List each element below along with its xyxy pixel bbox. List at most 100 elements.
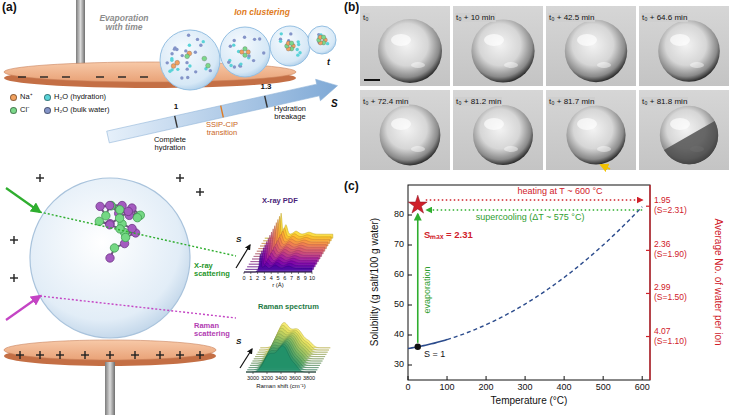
photo-frame: t₀ + 72.4 min	[360, 90, 450, 170]
charge-sign	[140, 76, 148, 77]
plot-tick	[271, 272, 272, 274]
pdf-curve	[247, 248, 315, 267]
tick-label: 5	[276, 275, 279, 281]
plot-tick	[257, 272, 258, 274]
xray-beam	[40, 212, 236, 256]
photo-droplet	[471, 19, 534, 82]
ion-cluster	[289, 41, 293, 45]
axis-tick	[646, 336, 650, 337]
plot-tick	[295, 372, 296, 374]
s-arrow	[240, 349, 252, 368]
water-molecule	[185, 61, 188, 64]
water-molecule	[289, 32, 292, 35]
axis-title: Raman shift (cm⁻¹)	[256, 383, 306, 390]
water-molecule	[232, 43, 235, 46]
charge-sign	[59, 351, 60, 359]
annotation: supercooling (ΔT ~ 575 °C)	[476, 213, 585, 223]
water-molecule	[209, 69, 212, 72]
water-molecule	[233, 65, 236, 68]
stage-note: SSIP-CIP transition	[196, 121, 248, 138]
legend-text: H₂O (bulk water)	[54, 106, 109, 114]
process-note: Evaporation with time	[99, 14, 149, 33]
scale-bar	[364, 79, 380, 81]
plot-tick	[298, 272, 299, 274]
water-molecule	[181, 54, 184, 57]
s-arrow	[236, 245, 250, 268]
water-molecule	[247, 54, 250, 57]
ion-atom	[124, 207, 132, 215]
photo-droplet	[565, 20, 627, 82]
droplet-highlight	[484, 118, 504, 130]
water-molecule	[170, 52, 173, 55]
tick-label: 1.95	[654, 196, 671, 205]
legend-swatch	[10, 107, 17, 114]
charge-sign	[39, 351, 40, 359]
legend-swatch	[10, 94, 17, 101]
water-molecule	[253, 38, 256, 41]
crystal-region	[664, 121, 718, 164]
photo-droplet	[566, 105, 625, 164]
axis-tick	[408, 365, 412, 366]
droplet-highlight	[411, 146, 425, 152]
photo-droplet	[660, 106, 718, 164]
annotation: heating at T ~ 600 °C	[517, 187, 602, 197]
droplet-highlight	[411, 62, 425, 68]
tick-label: 8	[297, 275, 300, 281]
photo-background	[453, 6, 543, 86]
charge-sign	[13, 236, 14, 244]
ion-atom	[106, 221, 114, 229]
droplet	[308, 26, 336, 54]
tick-label: 3000	[247, 375, 259, 381]
axis-letter: t	[327, 58, 330, 68]
pdf-curve	[244, 254, 312, 272]
axis-tick	[646, 250, 650, 251]
charge-sign	[199, 188, 200, 196]
charge-sign	[19, 351, 20, 359]
charge-sign	[109, 351, 110, 359]
tick-label: 70	[394, 240, 404, 250]
ion-atom	[128, 224, 136, 232]
charge-sign	[159, 351, 160, 359]
raman-beam	[40, 296, 236, 318]
electrode-plate	[4, 340, 216, 360]
photo-droplet	[473, 105, 533, 165]
plot-tick	[281, 372, 282, 374]
tick-label: 200	[479, 383, 494, 393]
panel-letter: (c)	[344, 180, 359, 193]
droplet-highlight	[670, 34, 690, 46]
charge-sign	[118, 76, 126, 77]
axis-title: Solubility (g salt/100 g water)	[369, 218, 380, 346]
pdf-curve	[249, 245, 317, 265]
water-molecule	[186, 76, 189, 79]
charge-sign	[39, 174, 40, 182]
water-molecule	[280, 32, 283, 35]
tick-label: 3	[263, 275, 266, 281]
water-molecule	[170, 59, 173, 62]
droplet-highlight	[577, 34, 597, 46]
photo-droplet	[378, 19, 442, 83]
tick-label: 6	[283, 275, 286, 281]
ion	[206, 63, 211, 68]
ion-atom	[116, 206, 124, 214]
charge-sign	[96, 76, 104, 77]
photo-background	[453, 90, 543, 170]
photo-droplet	[658, 20, 720, 82]
tick-label: 3200	[261, 375, 273, 381]
tick-label: 0	[242, 275, 245, 281]
water-molecule	[176, 68, 179, 71]
ion-atom	[110, 244, 118, 252]
axis-tick	[408, 275, 412, 276]
time-stamp: t₀	[362, 13, 370, 22]
tick-label: 1	[249, 275, 252, 281]
ion-atom	[121, 233, 129, 241]
droplet-highlight	[391, 118, 411, 130]
legend-text: Cl⁻	[20, 106, 30, 114]
water-molecule	[166, 61, 169, 64]
tick-label: 2.36	[654, 240, 671, 249]
water-molecule	[296, 53, 299, 56]
droplet-highlight	[670, 118, 690, 130]
plot-tick	[267, 372, 268, 374]
tick-label: 50	[394, 300, 404, 310]
photo-frame: t₀ + 81.2 min	[453, 90, 543, 170]
